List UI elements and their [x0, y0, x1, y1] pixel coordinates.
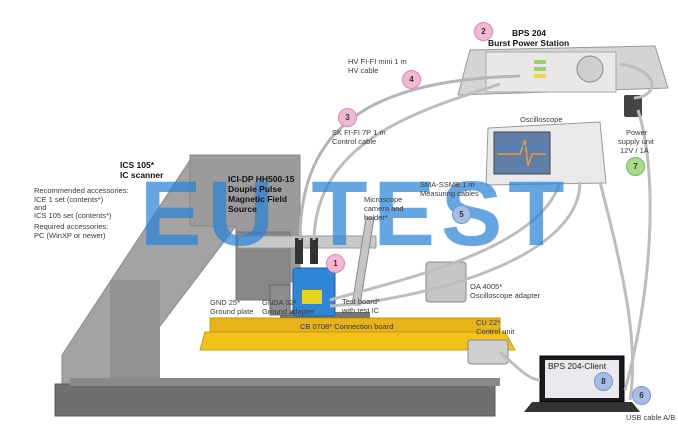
bps-204-led-2 — [534, 67, 546, 71]
badge-3: 3 — [338, 108, 357, 127]
test-board-sub: with test IC — [342, 306, 380, 315]
bps-204-knob — [576, 55, 604, 83]
connection-board-label: CB 0708* Connection board — [300, 322, 394, 331]
recommended-item-2: ICS 105 set (contents*) — [34, 211, 112, 220]
microscope-camera — [351, 217, 375, 306]
badge-5: 5 — [452, 205, 471, 224]
bps-subtitle: Burst Power Station — [488, 38, 570, 48]
oa-label: OA 4005* — [470, 282, 503, 291]
badge-1: 1 — [326, 254, 345, 273]
ics-scanner-pillar — [110, 280, 160, 395]
usb-cable — [598, 181, 635, 401]
psu-label-1: Power — [626, 128, 648, 137]
badge-6: 6 — [632, 386, 651, 405]
pc-label: PC — [626, 404, 637, 413]
recommended-heading: Recommended accessories: — [34, 186, 129, 195]
ics-title-2: IC scanner — [120, 170, 164, 180]
icidp-title-3: Magnetic Field — [228, 194, 288, 204]
bps-204-led-1 — [534, 60, 546, 64]
psu-label-3: 12V / 1A — [620, 146, 649, 155]
badge-4: 4 — [402, 70, 421, 89]
required-item: PC (WinXP or newer) — [34, 231, 106, 240]
oscilloscope-label: Oscilloscope — [520, 115, 563, 124]
icidp-title-4: Source — [228, 204, 257, 214]
oscilloscope-screen — [493, 131, 551, 175]
pc-cable — [498, 350, 541, 382]
probe-connector-left — [295, 238, 303, 264]
test-board-label: Test board* — [342, 297, 380, 306]
microscope-label-3: holder* — [364, 213, 388, 222]
ics-scanner-cylinder — [269, 284, 291, 316]
usb-cable-label: USB cable A/B — [626, 413, 676, 422]
gnda-sub: Ground adapter — [262, 307, 315, 316]
measuring-cables — [329, 181, 562, 302]
icidp-title-2: Douple Pulse — [228, 184, 282, 194]
gnd-sub: Ground plate — [210, 307, 254, 316]
base-table-top — [70, 378, 500, 386]
gnd-label: GND 25* — [210, 298, 241, 307]
eu-test-watermark: EU TEST — [140, 163, 571, 265]
bps-204-led-3 — [534, 74, 546, 78]
recommended-item-and: and — [34, 203, 47, 212]
badge-8: 8 — [594, 372, 613, 391]
cu-label: CU 22* — [476, 318, 501, 327]
oscilloscope-adapter — [425, 261, 467, 303]
badge-7: 7 — [626, 157, 645, 176]
icidp-title-1: ICI-DP HH500-15 — [228, 174, 295, 184]
oscilloscope-trace — [498, 139, 546, 167]
pc-laptop-base — [524, 402, 640, 412]
ics-scanner-rail — [237, 235, 377, 249]
psu-label-2: supply unit — [618, 137, 654, 146]
recommended-item-1: ICE 1 set (contents*) — [34, 195, 104, 204]
bps-power-loop — [619, 62, 654, 100]
control-cable — [312, 82, 501, 241]
control-unit — [467, 339, 509, 365]
microscope-label-1: Microscope — [364, 195, 403, 204]
ics-title-1: ICS 105* — [120, 160, 155, 170]
microscope-label-2: camera and — [364, 204, 404, 213]
base-table — [54, 383, 496, 417]
cu-sub: Control unit — [476, 327, 515, 336]
probe-connector-right — [310, 238, 318, 264]
gnda-label: GNDA 02* — [262, 298, 297, 307]
sk-cable-sub: Control cable — [332, 137, 377, 146]
oa-sub: Oscilloscope adapter — [470, 291, 541, 300]
sma-sub: Measuring cables — [420, 189, 479, 198]
bps-title: BPS 204 — [512, 28, 547, 38]
hv-cable — [298, 74, 521, 241]
sk-cable-label: SK FI-FI 7P 1 m — [332, 128, 386, 137]
probe-label — [302, 290, 322, 304]
required-heading: Required accessories: — [34, 222, 109, 231]
hv-cable-sub: HV cable — [348, 66, 379, 75]
sma-label: SMA-SSMB 1 m — [420, 180, 475, 189]
badge-2: 2 — [474, 22, 493, 41]
hv-cable-label: HV FI-FI mini 1 m — [348, 57, 407, 66]
measuring-cables-2 — [329, 181, 582, 308]
pc-client-label: BPS 204-Client — [548, 361, 607, 371]
